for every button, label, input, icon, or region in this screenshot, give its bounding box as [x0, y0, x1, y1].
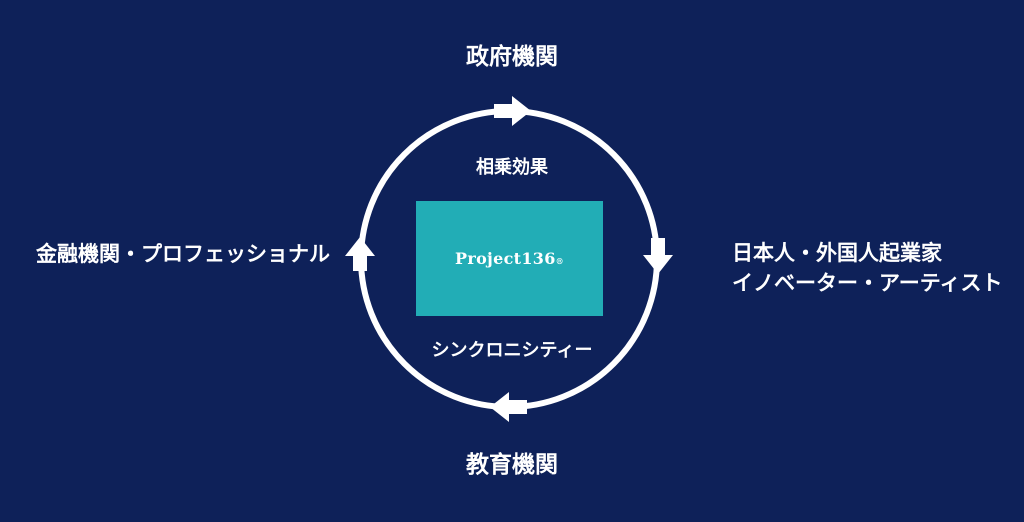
label-education: 教育機関: [466, 452, 558, 478]
label-government: 政府機関: [466, 44, 558, 70]
center-box: Project136®: [416, 201, 603, 316]
registered-mark: ®: [555, 256, 564, 266]
label-entrepreneurs-line-1: 日本人・外国人起業家: [732, 241, 942, 265]
center-box-title: Project136®: [455, 249, 564, 268]
label-synchronicity: シンクロニシティー: [431, 340, 593, 361]
arrow-up-icon: [345, 237, 375, 271]
center-box-bg: [416, 201, 603, 316]
label-entrepreneurs: 日本人・外国人起業家 イノベーター・アーティスト: [732, 238, 1002, 299]
label-entrepreneurs-line-2: イノベーター・アーティスト: [732, 271, 1003, 296]
arrow-left-icon: [490, 392, 527, 422]
label-synergy: 相乗効果: [476, 157, 548, 178]
arrow-down-icon: [643, 238, 673, 274]
arrow-right-icon: [494, 96, 531, 126]
label-finance: 金融機関・プロフェッショナル: [36, 242, 330, 266]
